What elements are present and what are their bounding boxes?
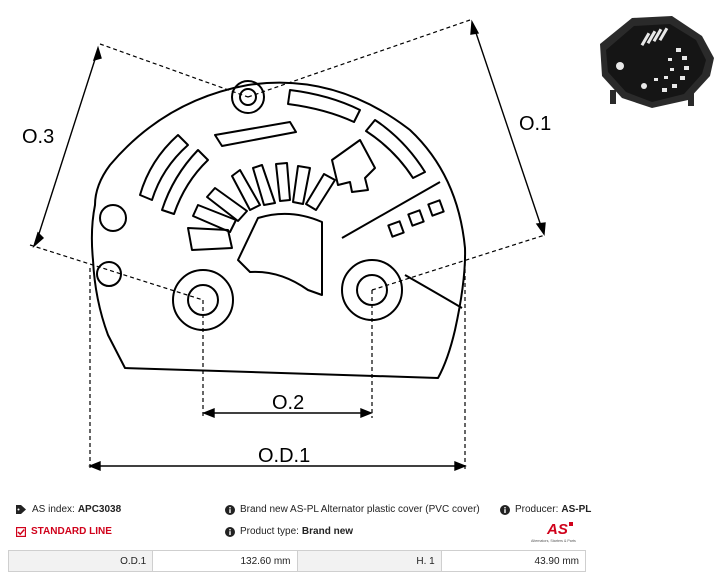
dimension-label-o2: O.2	[272, 392, 304, 414]
table-row: O.D.1 132.60 mm H. 1 43.90 mm	[7, 550, 587, 572]
as-index-row: AS index: APC3038	[16, 504, 121, 515]
producer-label: Producer:	[515, 504, 559, 515]
spec-label: O.D.1	[7, 550, 154, 572]
technical-drawing: O.3 O.1 O.2 O.D.1	[22, 19, 551, 472]
spec-label: H. 1	[296, 550, 442, 572]
standard-line-label: STANDARD LINE	[31, 526, 112, 537]
spec-value: 132.60 mm	[152, 550, 298, 572]
product-description: Brand new AS-PL Alternator plastic cover…	[240, 504, 480, 515]
product-info: AS index: APC3038 Brand new AS-PL Altern…	[0, 498, 722, 548]
product-type-row: Product type: Brand new	[225, 526, 353, 537]
logo-mark: AS	[546, 521, 568, 538]
description-row: Brand new AS-PL Alternator plastic cover…	[225, 504, 480, 515]
line-row: STANDARD LINE	[16, 526, 112, 537]
product-photo	[600, 16, 714, 108]
logo-tagline: Alternators, Starters & Parts	[531, 539, 576, 543]
producer-row: Producer: AS-PL	[500, 504, 591, 515]
mount-boss-top	[231, 80, 265, 114]
product-type-label: Product type:	[240, 526, 299, 537]
product-type-value: Brand new	[301, 526, 354, 537]
spec-value: 43.90 mm	[440, 550, 587, 572]
tag-icon	[16, 505, 26, 514]
dimension-label-o1: O.1	[519, 113, 551, 135]
as-pl-logo: AS Alternators, Starters & Parts	[531, 521, 576, 543]
checkbox-icon	[16, 526, 26, 537]
info-icon	[225, 526, 235, 537]
cover-outline	[90, 81, 467, 379]
as-index-value: APC3038	[77, 504, 122, 515]
dimension-label-o3: O.3	[22, 126, 54, 148]
dimension-label-od1: O.D.1	[258, 445, 310, 467]
info-icon	[225, 504, 235, 515]
info-icon	[500, 504, 510, 515]
spec-table: O.D.1 132.60 mm H. 1 43.90 mm	[7, 550, 587, 572]
producer-value: AS-PL	[561, 504, 592, 515]
as-index-label: AS index:	[32, 504, 75, 515]
